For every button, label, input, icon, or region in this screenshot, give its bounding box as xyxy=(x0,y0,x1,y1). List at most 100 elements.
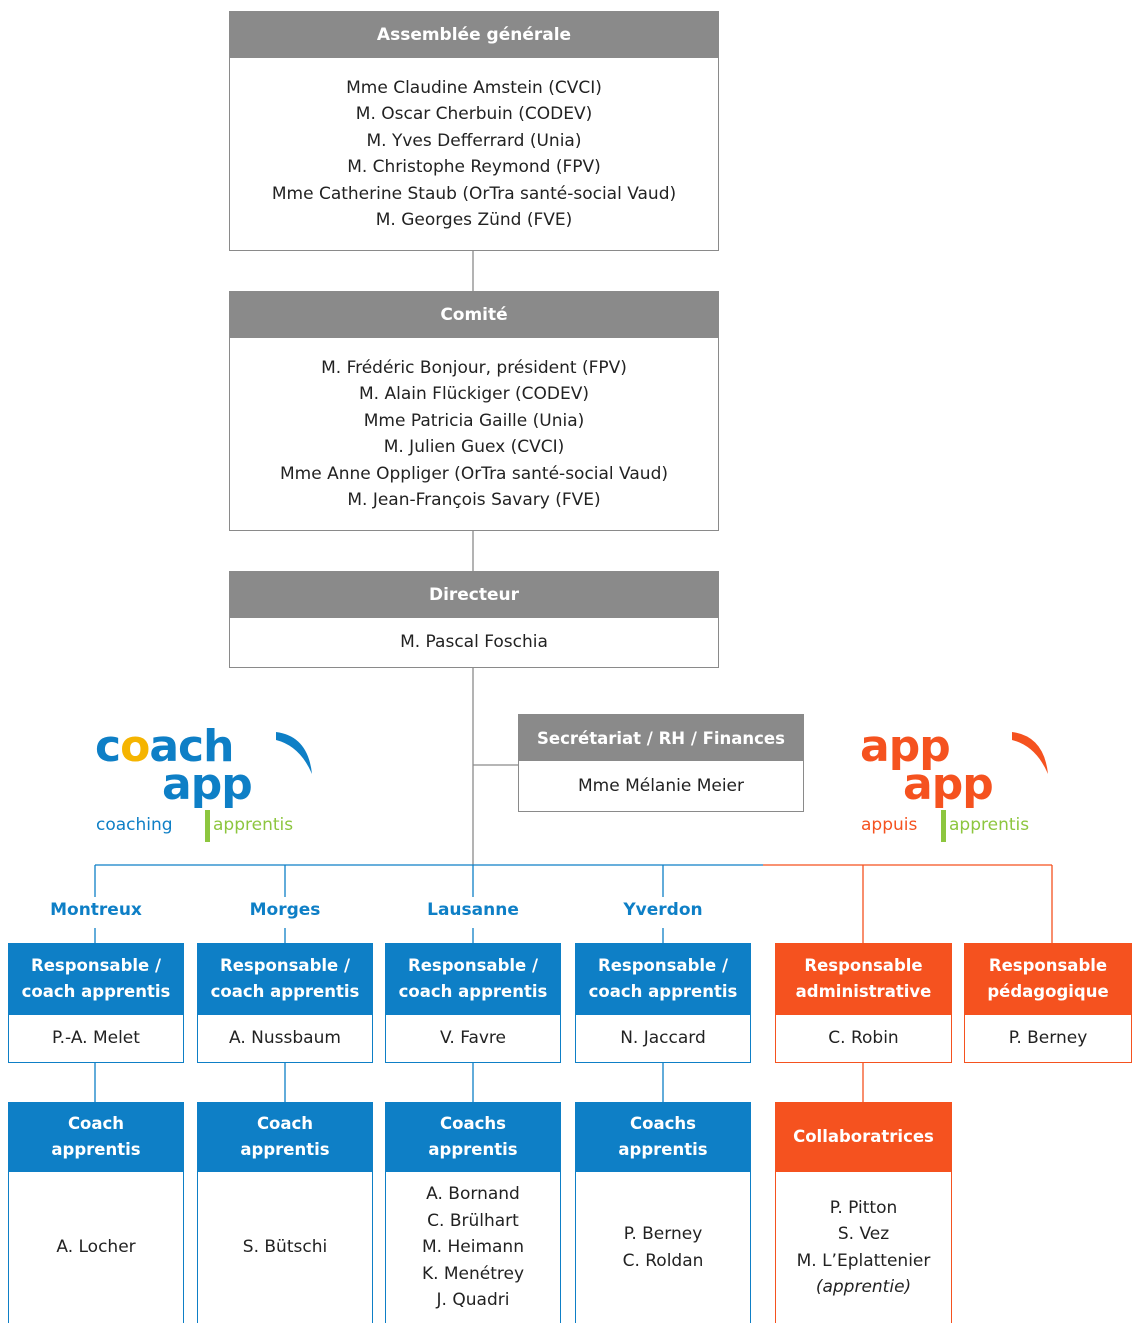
peda-title-line: pédagogique xyxy=(987,982,1109,1001)
resp-title-line: coach apprentis xyxy=(210,982,360,1001)
comite-box: Comité M. Frédéric Bonjour, président (F… xyxy=(229,291,719,531)
coach-names: P. Berney C. Roldan xyxy=(575,1172,751,1323)
resp-pedagogique: Responsable pédagogique P. Berney xyxy=(964,943,1132,1063)
site-yverdon-resp: Responsable / coach apprentis N. Jaccard xyxy=(575,943,751,1063)
collab-note: (apprentie) xyxy=(815,1277,912,1297)
admin-name: C. Robin xyxy=(775,1015,952,1063)
coach-name: A. Locher xyxy=(56,1237,136,1258)
assemblee-member: M. Oscar Cherbuin (CODEV) xyxy=(355,104,593,124)
coach-name: J. Quadri xyxy=(436,1290,510,1311)
logo-divider xyxy=(205,810,210,842)
collab-name: S. Vez xyxy=(837,1224,890,1244)
assemblee-member: Mme Claudine Amstein (CVCI) xyxy=(346,77,602,98)
assemblee-box: Assemblée générale Mme Claudine Amstein … xyxy=(229,11,719,251)
collaboratrices-box: Collaboratrices P. Pitton S. Vez M. L’Ep… xyxy=(775,1102,952,1323)
assemblee-member: M. Yves Defferrard (Unia) xyxy=(366,130,582,151)
resp-administrative: Responsable administrative C. Robin xyxy=(775,943,952,1063)
resp-title-line: coach apprentis xyxy=(21,982,171,1001)
resp-name: P.-A. Melet xyxy=(8,1015,184,1063)
secretariat-title: Secrétariat / RH / Finances xyxy=(519,715,803,761)
logo-word: ach xyxy=(149,721,234,772)
coach-title: Coach apprentis xyxy=(8,1102,184,1172)
coach-title: Coachs apprentis xyxy=(385,1102,561,1172)
directeur-name: M. Pascal Foschia xyxy=(400,632,548,653)
logo-letter: o xyxy=(120,721,150,772)
peda-title: Responsable pédagogique xyxy=(964,943,1132,1015)
assemblee-members: Mme Claudine Amstein (CVCI) M. Oscar Che… xyxy=(230,58,718,250)
directeur-title: Directeur xyxy=(230,572,718,618)
coach-title-line: Coach xyxy=(67,1114,125,1133)
site-yverdon-coach: Coachs apprentis P. Berney C. Roldan xyxy=(575,1102,751,1323)
comite-members: M. Frédéric Bonjour, président (FPV) M. … xyxy=(230,338,718,530)
resp-title-line: Responsable / xyxy=(598,956,728,975)
assemblee-member: Mme Catherine Staub (OrTra santé-social … xyxy=(271,183,677,204)
admin-title-line: Responsable xyxy=(804,956,923,975)
resp-title-line: coach apprentis xyxy=(398,982,548,1001)
coach-title-line: Coachs xyxy=(440,1114,506,1133)
coachapp-logo: coach app coaching apprentis xyxy=(92,722,327,847)
logo-tagline-left: appuis xyxy=(861,815,918,835)
coach-title-line: Coachs xyxy=(630,1114,696,1133)
city-montreux: Montreux xyxy=(50,900,142,920)
coach-name: M. Heimann xyxy=(422,1237,524,1258)
collab-title: Collaboratrices xyxy=(775,1102,952,1172)
site-morges-resp: Responsable / coach apprentis A. Nussbau… xyxy=(197,943,373,1063)
peda-name: P. Berney xyxy=(964,1015,1132,1063)
comite-member: Mme Anne Oppliger (OrTra santé-social Va… xyxy=(280,463,668,484)
coach-title: Coach apprentis xyxy=(197,1102,373,1172)
resp-title: Responsable / coach apprentis xyxy=(575,943,751,1015)
coach-name: K. Menétrey xyxy=(421,1263,525,1284)
logo-tagline-right: apprentis xyxy=(213,815,294,835)
resp-name: V. Favre xyxy=(385,1015,561,1063)
collab-names: P. Pitton S. Vez M. L’Eplattenier (appre… xyxy=(775,1172,952,1323)
coach-names: S. Bütschi xyxy=(197,1172,373,1323)
admin-title-line: administrative xyxy=(795,982,932,1001)
coach-title-line: apprentis xyxy=(240,1140,330,1159)
collab-name: P. Pitton xyxy=(829,1197,898,1218)
logo-word: app xyxy=(903,759,994,810)
site-morges-coach: Coach apprentis S. Bütschi xyxy=(197,1102,373,1323)
city-morges: Morges xyxy=(249,900,321,920)
logo-tagline-right: apprentis xyxy=(949,815,1030,835)
coach-title: Coachs apprentis xyxy=(575,1102,751,1172)
swoosh-icon xyxy=(1012,732,1048,774)
swoosh-icon xyxy=(276,732,312,774)
secretariat-box: Secrétariat / RH / Finances Mme Mélanie … xyxy=(518,714,804,812)
logo-word: app xyxy=(162,759,253,810)
appapp-logo: app app appuis apprentis xyxy=(858,722,1058,847)
comite-title: Comité xyxy=(230,292,718,338)
peda-title-line: Responsable xyxy=(988,956,1108,975)
coach-name: P. Berney xyxy=(623,1224,703,1244)
logo-tagline-left: coaching xyxy=(96,815,173,835)
resp-title: Responsable / coach apprentis xyxy=(197,943,373,1015)
coach-name: A. Bornand xyxy=(426,1184,520,1205)
assemblee-title: Assemblée générale xyxy=(230,12,718,58)
coach-names: A. Bornand C. Brülhart M. Heimann K. Men… xyxy=(385,1172,561,1323)
coach-name: C. Roldan xyxy=(622,1250,704,1271)
resp-title-line: Responsable / xyxy=(408,956,538,975)
logo-word: app xyxy=(860,721,951,772)
coach-title-line: apprentis xyxy=(428,1140,518,1159)
coach-title-line: apprentis xyxy=(51,1140,141,1159)
coach-name: C. Brülhart xyxy=(427,1210,519,1231)
resp-title-line: Responsable / xyxy=(31,956,161,975)
site-lausanne-resp: Responsable / coach apprentis V. Favre xyxy=(385,943,561,1063)
coach-title-line: apprentis xyxy=(618,1140,708,1159)
comite-member: Mme Patricia Gaille (Unia) xyxy=(363,410,585,431)
comite-member: M. Alain Flückiger (CODEV) xyxy=(359,384,589,404)
collab-name: M. L’Eplattenier xyxy=(796,1250,931,1271)
assemblee-member: M. Christophe Reymond (FPV) xyxy=(347,157,601,177)
resp-title: Responsable / coach apprentis xyxy=(8,943,184,1015)
city-yverdon: Yverdon xyxy=(623,900,703,920)
logo-letter: c xyxy=(95,721,121,772)
assemblee-member: M. Georges Zünd (FVE) xyxy=(375,210,573,230)
site-lausanne-coach: Coachs apprentis A. Bornand C. Brülhart … xyxy=(385,1102,561,1323)
logo-divider xyxy=(941,810,946,842)
comite-member: M. Jean-François Savary (FVE) xyxy=(347,490,601,510)
comite-member: M. Frédéric Bonjour, président (FPV) xyxy=(321,357,627,378)
site-montreux-coach: Coach apprentis A. Locher xyxy=(8,1102,184,1323)
resp-name: A. Nussbaum xyxy=(197,1015,373,1063)
directeur-box: Directeur M. Pascal Foschia xyxy=(229,571,719,668)
city-lausanne: Lausanne xyxy=(427,900,519,920)
